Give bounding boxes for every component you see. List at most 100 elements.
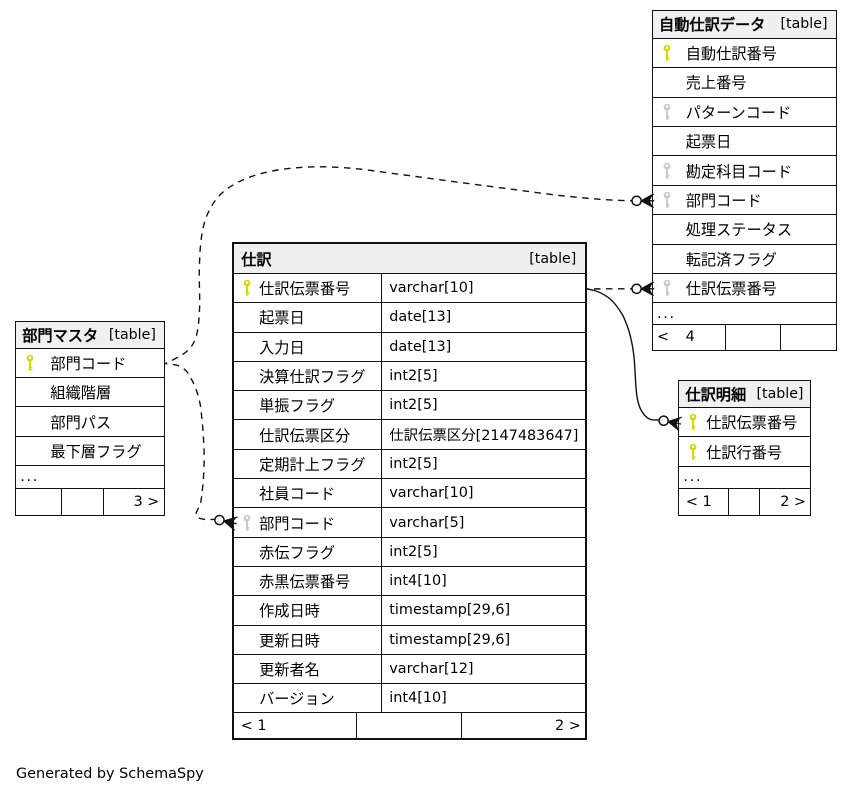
primary-key-icon bbox=[689, 443, 697, 460]
column-type: int2[5] bbox=[380, 449, 585, 479]
table-title: 仕訳明細 bbox=[685, 385, 747, 404]
column-type: timestamp[29,6] bbox=[380, 625, 585, 654]
column-row[interactable]: 売上番号 bbox=[653, 68, 836, 98]
column-row[interactable]: 更新日時 timestamp[29,6] bbox=[234, 625, 586, 655]
column-row[interactable]: 仕訳伝票番号 bbox=[679, 408, 811, 438]
table-header-department-master[interactable]: 部門マスタ [table] bbox=[16, 322, 164, 349]
table-header-auto-journal-data[interactable]: 自動仕訳データ [table] bbox=[653, 11, 836, 39]
column-name: 作成日時 bbox=[259, 602, 320, 621]
column-name: 部門コード bbox=[259, 514, 336, 533]
column-name: 更新日時 bbox=[259, 631, 320, 650]
column-row[interactable]: 赤伝フラグ int2[5] bbox=[234, 537, 586, 567]
column-row[interactable]: 定期計上フラグ int2[5] bbox=[234, 449, 586, 480]
column-name: 勘定科目コード bbox=[685, 162, 792, 181]
column-name: 入力日 bbox=[259, 338, 305, 357]
table-department-master: 部門マスタ [table] 部門コード 組織階層 部門パス 最下層フラグ ...… bbox=[15, 321, 165, 516]
column-row[interactable]: 部門コード bbox=[16, 349, 164, 378]
column-row[interactable]: 仕訳伝票区分 仕訳伝票区分[2147483647] bbox=[234, 420, 586, 450]
column-type: int4[10] bbox=[380, 566, 585, 596]
foreign-key-icon bbox=[663, 162, 670, 179]
table-type-badge: [table] bbox=[756, 385, 804, 402]
pager-cell-left[interactable]: < 1 bbox=[685, 493, 712, 510]
column-type: varchar[12] bbox=[380, 654, 585, 684]
column-row[interactable]: 作成日時 timestamp[29,6] bbox=[234, 596, 586, 626]
column-row[interactable]: 仕訳伝票番号 varchar[10] bbox=[234, 273, 586, 304]
column-name: 赤伝フラグ bbox=[259, 543, 336, 562]
column-row[interactable]: 部門パス bbox=[16, 407, 164, 437]
more-columns-ellipsis: ... bbox=[16, 466, 164, 489]
column-row[interactable]: 単振フラグ int2[5] bbox=[234, 391, 586, 421]
primary-key-icon bbox=[243, 279, 251, 296]
column-type: varchar[10] bbox=[380, 479, 585, 508]
column-name: 仕訳伝票区分 bbox=[259, 426, 351, 445]
column-row[interactable]: 仕訳伝票番号 bbox=[653, 274, 836, 304]
column-row[interactable]: 起票日 bbox=[653, 127, 836, 157]
foreign-key-icon bbox=[663, 279, 670, 296]
column-row[interactable]: バージョン int4[10] bbox=[234, 684, 586, 714]
foreign-key-icon bbox=[243, 514, 251, 531]
column-row[interactable]: 入力日 date[13] bbox=[234, 332, 586, 362]
column-row[interactable]: 処理ステータス bbox=[653, 215, 836, 245]
column-row[interactable]: 転記済フラグ bbox=[653, 245, 836, 275]
column-name: 転記済フラグ bbox=[685, 250, 777, 269]
column-name: パターンコード bbox=[685, 103, 792, 122]
table-header-journal-detail[interactable]: 仕訳明細 [table] bbox=[679, 380, 811, 409]
table-journal-detail: 仕訳明細 [table] 仕訳伝票番号 仕訳行番号 ... < 1 2 > bbox=[678, 379, 812, 516]
table-type-badge: [table] bbox=[780, 16, 828, 33]
more-columns-ellipsis: ... bbox=[679, 467, 811, 489]
column-row[interactable]: 部門コード bbox=[653, 186, 836, 216]
pager-cell-middle bbox=[355, 713, 461, 739]
more-columns-ellipsis: ... bbox=[653, 303, 836, 325]
column-type: int2[5] bbox=[380, 361, 585, 391]
pager-cell-right[interactable]: 2 > bbox=[759, 488, 810, 515]
column-name: 売上番号 bbox=[685, 74, 747, 93]
table-type-badge: [table] bbox=[108, 326, 156, 343]
pager-cell-left bbox=[16, 489, 61, 515]
primary-key-icon bbox=[663, 44, 670, 61]
column-name: 部門パス bbox=[50, 413, 112, 432]
column-row[interactable]: 社員コード varchar[10] bbox=[234, 479, 586, 509]
table-header-journal[interactable]: 仕訳 [table] bbox=[234, 244, 586, 274]
column-name: 赤黒伝票番号 bbox=[259, 573, 351, 592]
column-name: 部門コード bbox=[685, 192, 762, 211]
column-row[interactable]: 起票日 date[13] bbox=[234, 303, 586, 333]
column-type: int2[5] bbox=[380, 537, 585, 566]
column-row[interactable]: 決算仕訳フラグ int2[5] bbox=[234, 361, 586, 392]
column-type: date[13] bbox=[380, 332, 585, 361]
column-name: 仕訳行番号 bbox=[706, 443, 783, 462]
pager-cell-left[interactable]: < 1 bbox=[240, 717, 267, 734]
column-row[interactable]: 自動仕訳番号 bbox=[653, 39, 836, 69]
column-row[interactable]: 赤黒伝票番号 int4[10] bbox=[234, 566, 586, 597]
column-row[interactable]: 部門コード varchar[5] bbox=[234, 508, 586, 538]
column-row[interactable]: 組織階層 bbox=[16, 378, 164, 408]
pager-cell-right[interactable]: 3 > bbox=[102, 488, 164, 515]
column-name: 決算仕訳フラグ bbox=[259, 368, 366, 387]
column-type: varchar[10] bbox=[380, 273, 585, 303]
column-row[interactable]: 最下層フラグ bbox=[16, 437, 164, 467]
column-row[interactable]: 仕訳行番号 bbox=[679, 437, 811, 467]
relation-pager: < 4 bbox=[653, 324, 836, 350]
table-title: 自動仕訳データ bbox=[659, 16, 766, 35]
column-row[interactable]: パターンコード bbox=[653, 98, 836, 128]
column-name: 定期計上フラグ bbox=[259, 455, 366, 474]
column-type: date[13] bbox=[380, 303, 585, 332]
foreign-key-icon bbox=[663, 103, 670, 120]
relation-pager: 3 > bbox=[16, 488, 164, 515]
edge-journal-to-journal-detail bbox=[586, 288, 660, 421]
foreign-key-icon bbox=[663, 191, 670, 208]
column-name: 仕訳伝票番号 bbox=[685, 280, 777, 299]
edge-department-to-journal bbox=[165, 362, 215, 521]
table-journal: 仕訳 [table] 仕訳伝票番号 varchar[10] 起票日 date[1… bbox=[232, 242, 588, 741]
column-name: 起票日 bbox=[685, 133, 732, 152]
column-type: timestamp[29,6] bbox=[380, 596, 585, 625]
column-type: int4[10] bbox=[380, 684, 585, 713]
column-row[interactable]: 勘定科目コード bbox=[653, 156, 836, 186]
primary-key-icon bbox=[689, 413, 697, 430]
column-row[interactable]: 更新者名 varchar[12] bbox=[234, 654, 586, 685]
column-name: 自動仕訳番号 bbox=[685, 45, 777, 64]
column-name: バージョン bbox=[259, 690, 335, 709]
relation-pager: < 1 2 > bbox=[679, 488, 810, 515]
pager-cell-right[interactable]: 2 > bbox=[461, 713, 585, 739]
pager-cell-left[interactable]: < 4 bbox=[657, 329, 695, 346]
